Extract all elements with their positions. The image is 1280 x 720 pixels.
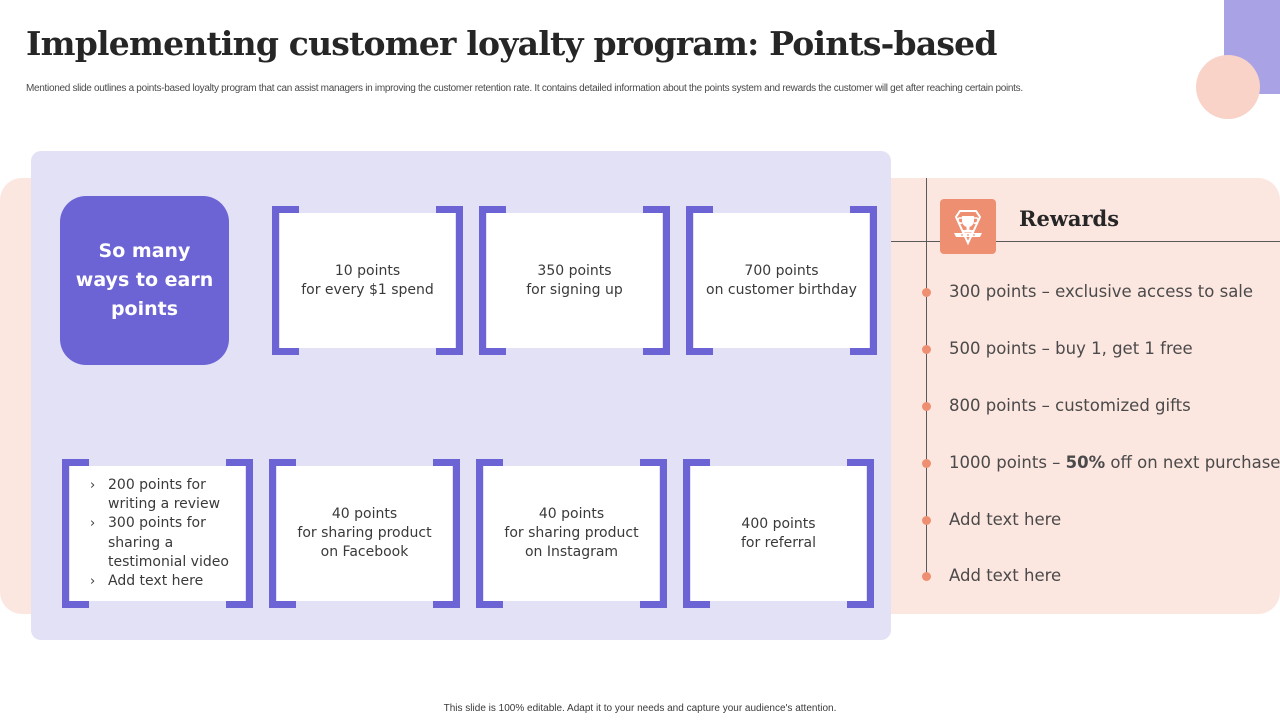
decorative-circle	[1196, 55, 1260, 119]
reward-dot	[922, 516, 931, 525]
reward-item: Add text here	[949, 510, 1062, 529]
bullet-list: › 200 points for writing a review › 300 po…	[70, 476, 245, 592]
reward-item-prefix: 1000 points –	[949, 453, 1066, 472]
reward-dot	[922, 572, 931, 581]
chevron-right-icon: ›	[90, 477, 96, 493]
bracket-left	[269, 459, 296, 608]
bracket-left	[686, 206, 713, 355]
footer-note: This slide is 100% editable. Adapt it to…	[443, 703, 837, 714]
reward-item: 1000 points – 50% off on next purchase	[949, 453, 1280, 472]
reward-item: 300 points – exclusive access to sale	[949, 282, 1254, 301]
bracket-right	[640, 459, 667, 608]
bracket-left	[272, 206, 299, 355]
list-item-text: 200 points for writing a review	[108, 476, 221, 512]
reward-item-highlight: 50%	[1065, 453, 1106, 472]
bracket-right	[226, 459, 253, 608]
bracket-right	[850, 206, 877, 355]
chevron-right-icon: ›	[90, 574, 96, 590]
card-text: 40 points for sharing product on Faceboo…	[297, 506, 432, 560]
card-body: 10 points for every $1 spend	[280, 213, 455, 348]
reward-item: 500 points – buy 1, get 1 free	[949, 339, 1193, 358]
bracket-right	[433, 459, 460, 608]
card-text: 10 points for every $1 spend	[301, 262, 434, 298]
earn-points-heading-box: So many ways to earn points	[60, 196, 229, 365]
bracket-right	[643, 206, 670, 355]
card-body: 40 points for sharing product on Instagr…	[484, 466, 659, 601]
card-body: 40 points for sharing product on Faceboo…	[277, 466, 452, 601]
card-body: 350 points for signing up	[487, 213, 662, 348]
rewards-divider	[891, 241, 1280, 242]
chevron-right-icon: ›	[90, 516, 96, 532]
card-text: 400 points for referral	[740, 515, 817, 551]
list-item-text: Add text here	[108, 573, 204, 590]
card-body: › 200 points for writing a review › 300 po…	[70, 466, 245, 601]
list-item: › 200 points for writing a review	[84, 476, 245, 515]
card-body: 400 points for referral	[691, 466, 866, 601]
bracket-left	[476, 459, 503, 608]
list-item-text: 300 points for sharing a testimonial vid…	[108, 515, 229, 570]
list-item: › 300 points for sharing a testimonial vi…	[84, 514, 245, 572]
bracket-right	[847, 459, 874, 608]
bracket-right	[436, 206, 463, 355]
slide-title: Implementing customer loyalty program: P…	[26, 24, 997, 63]
reward-dot	[922, 288, 931, 297]
rewards-title: Rewards	[1019, 206, 1120, 231]
card-text: 700 points on customer birthday	[706, 262, 857, 298]
slide-subtitle: Mentioned slide outlines a points-based …	[26, 83, 1023, 94]
bracket-left	[479, 206, 506, 355]
reward-item: Add text here	[949, 566, 1062, 585]
earn-points-heading: So many ways to earn points	[75, 240, 214, 320]
list-item: › Add text here	[84, 572, 245, 591]
card-text: 350 points for signing up	[526, 262, 623, 298]
rewards-timeline-line	[926, 178, 927, 578]
reward-item-suffix: off on next purchase	[1105, 453, 1280, 472]
card-body: 700 points on customer birthday	[694, 213, 869, 348]
bracket-left	[683, 459, 710, 608]
card-text: 40 points for sharing product on Instagr…	[504, 506, 639, 560]
reward-item: 800 points – customized gifts	[949, 396, 1191, 415]
trophy-icon	[940, 199, 996, 254]
reward-dot	[922, 402, 931, 411]
reward-dot	[922, 459, 931, 468]
bracket-left	[62, 459, 89, 608]
reward-dot	[922, 345, 931, 354]
